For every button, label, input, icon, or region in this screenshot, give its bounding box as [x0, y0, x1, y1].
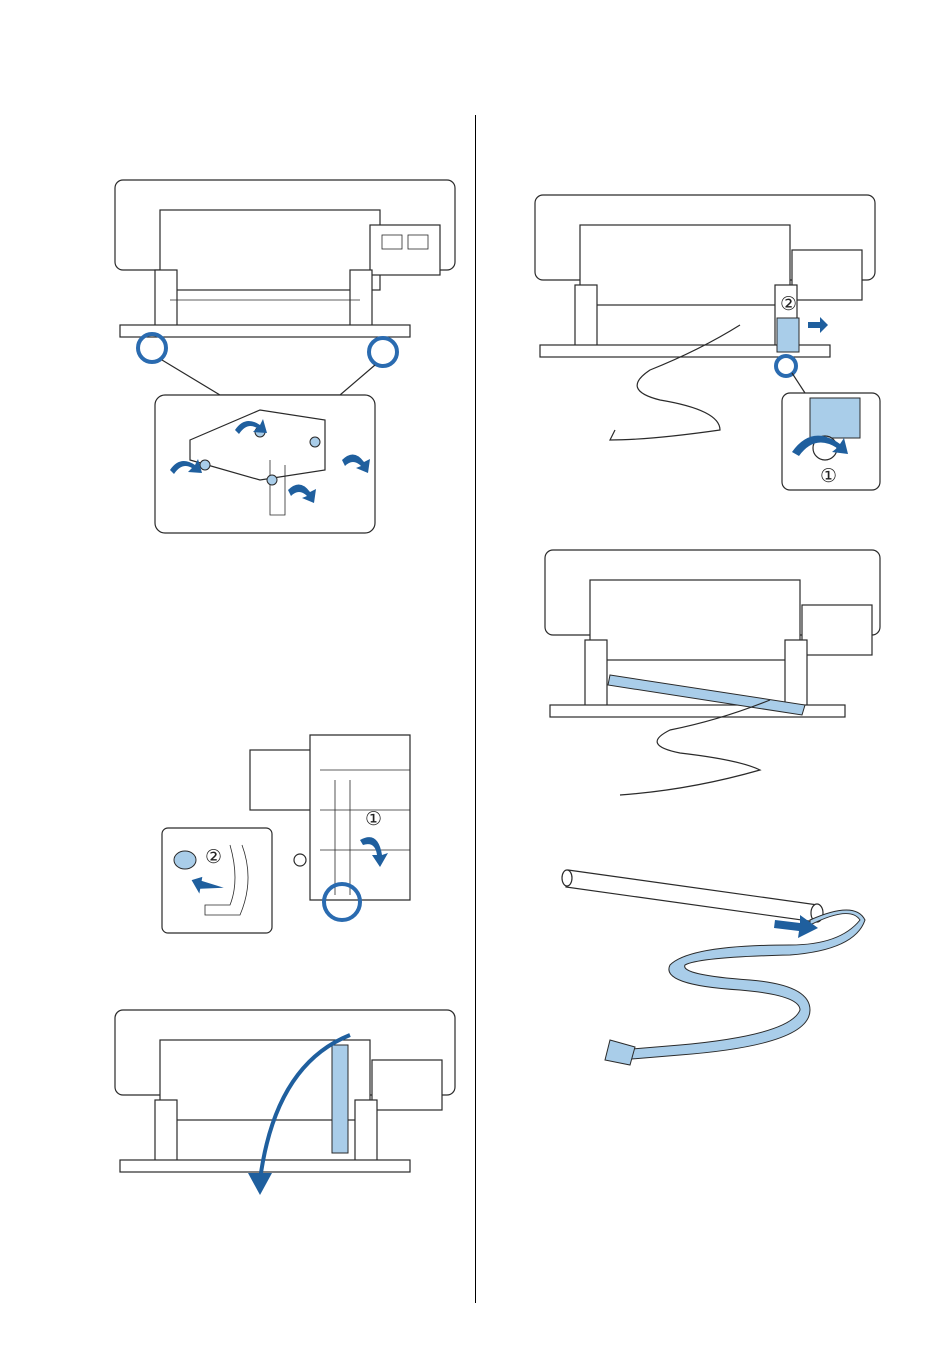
step-2-label: ②: [205, 846, 222, 868]
holder-part-icon: [174, 851, 196, 869]
column-divider: [475, 115, 476, 1303]
strap-illustration: [620, 910, 865, 1060]
figure-core-with-strap: [540, 545, 885, 810]
printer-side-illustration: [250, 735, 410, 900]
step-2-label: ②: [780, 293, 797, 315]
step-1-label: ①: [820, 465, 837, 487]
right-arrow-icon: [808, 317, 828, 333]
highlight-knob: [776, 356, 796, 376]
roll-core-tube: [566, 870, 818, 922]
figure-core-removal: ② ①: [530, 190, 885, 495]
figure-strap-fold: [110, 1005, 460, 1205]
holder-callout-box: [162, 828, 272, 933]
step-1-label: ①: [365, 808, 382, 830]
figure-holder-removal: ① ②: [160, 730, 415, 940]
holder-part-highlight: [777, 318, 799, 352]
figure-printer-bracket: [110, 170, 460, 540]
printer-illustration: [535, 195, 875, 357]
printer-illustration: [115, 180, 455, 337]
down-arrow-icon: [248, 1173, 272, 1195]
strap-illustration: [332, 1045, 348, 1153]
highlight-right-bracket: [369, 338, 397, 366]
highlight-left-bracket: [138, 334, 166, 362]
figure-strap-insert: [560, 865, 860, 1075]
